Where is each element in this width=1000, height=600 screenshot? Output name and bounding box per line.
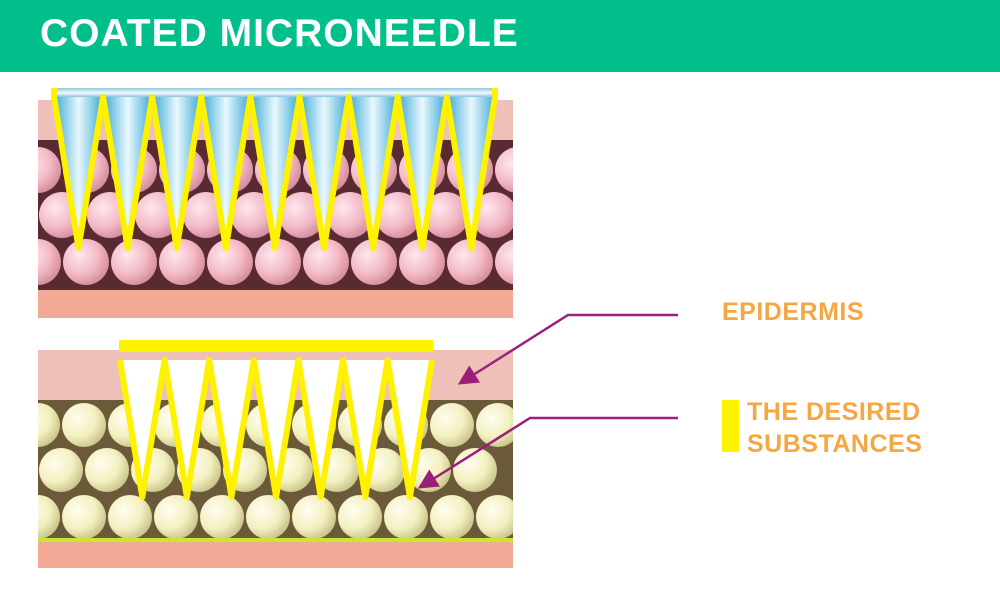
skin-cell — [38, 147, 61, 193]
skin-cell — [63, 239, 109, 285]
skin-cell — [159, 239, 205, 285]
dermis-layer — [38, 542, 513, 568]
coating-base-bar — [119, 340, 433, 352]
skin-cell — [200, 495, 244, 539]
skin-cell — [351, 239, 397, 285]
coating-outline — [117, 357, 435, 500]
skin-cell — [476, 495, 513, 539]
needle-base-plate — [52, 88, 496, 98]
skin-cell — [246, 495, 290, 539]
skin-cell — [38, 239, 61, 285]
skin-cell — [384, 495, 428, 539]
microneedle — [397, 97, 447, 248]
skin-cell — [447, 239, 493, 285]
skin-cell — [423, 192, 469, 238]
skin-cell — [495, 239, 513, 285]
skin-cell — [338, 495, 382, 539]
microneedle — [54, 97, 104, 248]
needle-cavity — [253, 360, 299, 497]
needle-cavity — [120, 360, 165, 497]
substances-pointer-arrow — [417, 416, 678, 489]
skin-cell — [255, 239, 301, 285]
skin-cell — [108, 495, 152, 539]
dermis-layer — [38, 290, 513, 318]
coating-color-swatch — [722, 400, 739, 452]
microneedle — [152, 97, 202, 248]
skin-cell — [327, 192, 373, 238]
microneedle — [446, 97, 496, 248]
microneedle — [201, 97, 251, 248]
skin-cell — [303, 239, 349, 285]
epidermis-pointer-arrow — [457, 313, 678, 385]
epidermis-label: EPIDERMIS — [722, 298, 865, 326]
skin-cell — [399, 239, 445, 285]
microneedle-array-top — [51, 88, 498, 251]
skin-cell — [471, 192, 513, 238]
skin-cell — [62, 403, 106, 447]
skin-cell — [39, 448, 83, 492]
skin-cell — [154, 495, 198, 539]
skin-cell — [430, 495, 474, 539]
skin-cell — [453, 448, 497, 492]
microneedle — [250, 97, 300, 248]
needle-cavity — [209, 360, 254, 497]
skin-cell — [292, 495, 336, 539]
microneedle — [103, 97, 153, 248]
substances-label-line2: SUBSTANCES — [747, 430, 923, 458]
skin-cell — [279, 192, 325, 238]
skin-cell — [85, 448, 129, 492]
microneedle — [299, 97, 349, 248]
skin-cell — [430, 403, 474, 447]
skin-cell — [207, 239, 253, 285]
needle-cavity — [164, 360, 210, 497]
substances-label-line1: THE DESIRED — [747, 398, 921, 426]
skin-cell — [38, 495, 60, 539]
header-bar: COATED MICRONEEDLE — [0, 0, 1000, 72]
page-title: COATED MICRONEEDLE — [40, 12, 519, 55]
skin-cell — [476, 403, 513, 447]
skin-cell — [38, 403, 60, 447]
needle-cavity — [298, 360, 343, 497]
coating-outline — [51, 88, 498, 251]
skin-cell — [375, 192, 421, 238]
skin-cell — [111, 239, 157, 285]
coated-needle-outline-bottom — [117, 340, 435, 500]
skin-cell — [62, 495, 106, 539]
needle-cavity — [387, 360, 433, 497]
microneedle — [348, 97, 398, 248]
skin-cell — [495, 147, 513, 193]
needle-cavity — [343, 360, 388, 497]
